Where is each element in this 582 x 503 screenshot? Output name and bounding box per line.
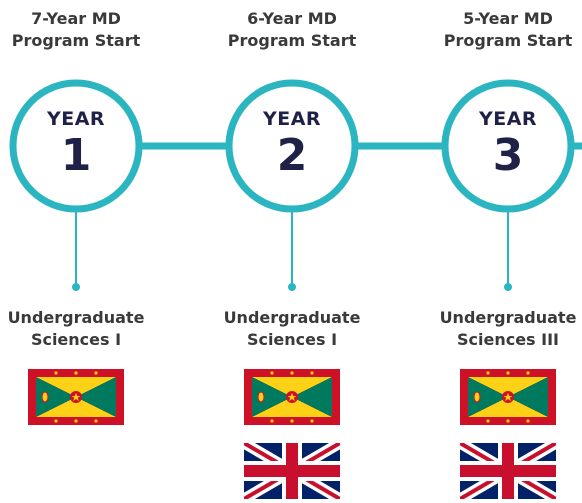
year-label: YEAR: [46, 108, 106, 130]
grenada-flag-icon: [460, 369, 556, 425]
year-number: 1: [60, 130, 92, 181]
stem-dot: [504, 283, 512, 291]
year-circle: [441, 79, 575, 213]
grenada-flag-icon: [244, 369, 340, 425]
course-line2: Sciences I: [30, 330, 122, 349]
column-title-line1: 7-Year MD: [31, 9, 121, 28]
column-title: 6-Year MD Program Start: [207, 8, 377, 52]
column-title: 7-Year MD Program Start: [0, 8, 161, 52]
course-line1: Undergraduate: [7, 308, 145, 327]
course-line1: Undergraduate: [223, 308, 361, 327]
column-title-line1: 6-Year MD: [247, 9, 337, 28]
column-title-line2: Program Start: [11, 31, 141, 50]
year-circle: [9, 79, 143, 213]
year-label: YEAR: [262, 108, 322, 130]
grenada-flag-icon: [28, 369, 124, 425]
course-name: Undergraduate Sciences I: [207, 307, 377, 351]
course-name: Undergraduate Sciences III: [423, 307, 582, 351]
column-title: 5-Year MD Program Start: [423, 8, 582, 52]
course-line2: Sciences III: [456, 330, 560, 349]
year-number: 2: [276, 130, 308, 181]
course-name: Undergraduate Sciences I: [0, 307, 161, 351]
year-circle: [225, 79, 359, 213]
year-number: 3: [492, 130, 524, 181]
column-title-line2: Program Start: [443, 31, 573, 50]
column-title-line1: 5-Year MD: [463, 9, 553, 28]
year-label: YEAR: [478, 108, 538, 130]
course-line2: Sciences I: [246, 330, 338, 349]
stem-dot: [72, 283, 80, 291]
stem-dot: [288, 283, 296, 291]
uk-flag-icon: [244, 443, 340, 499]
column-title-line2: Program Start: [227, 31, 357, 50]
uk-flag-icon: [460, 443, 556, 499]
course-line1: Undergraduate: [439, 308, 577, 327]
